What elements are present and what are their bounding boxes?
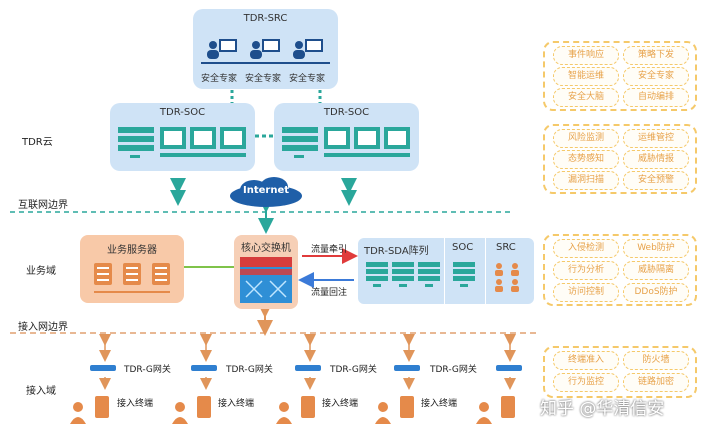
server-icons (94, 263, 170, 293)
business-server-box: 业务服务器 (80, 235, 184, 303)
zone-label-internet-border: 互联网边界 (18, 200, 68, 211)
capability-panel-cloud-ops: 事件响应 策略下发 智能运维 安全专家 安全大脑 自动编排 (543, 41, 697, 111)
zone-label-business: 业务域 (26, 266, 56, 277)
gateway-label: TDR-G网关 (124, 365, 171, 375)
flow-back-label: 流量回注 (311, 288, 348, 298)
capability-chip: Web防护 (623, 239, 689, 258)
zone-label-access: 接入域 (26, 386, 56, 397)
capability-chip: 策略下发 (623, 46, 689, 65)
expert-label: 安全专家 (245, 74, 282, 84)
capability-chip: 访问控制 (553, 283, 619, 302)
internet-cloud: Internet (226, 176, 306, 208)
sda-icons (366, 262, 519, 292)
capability-panel-cloud-monitor: 风险监测 运维管控 态势感知 威胁情报 漏洞扫描 安全预警 (543, 124, 697, 194)
soc-left-icons (118, 127, 246, 158)
capability-chip: 威胁隔离 (623, 261, 689, 280)
capability-chip: 行为分析 (553, 261, 619, 280)
capability-chip: 风险监测 (553, 129, 619, 148)
capability-chip: DDoS防护 (623, 283, 689, 302)
watermark: 知乎 @华清信安 (540, 399, 665, 419)
gateway-label: TDR-G网关 (430, 365, 477, 375)
capability-chip: 运维管控 (623, 129, 689, 148)
flow-mirror-label: 流量牵引 (311, 245, 348, 255)
capability-panel-access: 终端准入 防火墙 行为监控 链路加密 (543, 346, 697, 398)
capability-chip: 自动编排 (623, 88, 689, 107)
capability-chip: 态势感知 (553, 150, 619, 169)
tdr-soc-left-title: TDR-SOC (159, 107, 206, 118)
tdr-src-box: TDR-SRC 安全专家 安全专家 安全专家 (193, 9, 338, 89)
gateway-label: TDR-G网关 (226, 365, 273, 375)
sda-soc-title: SOC (452, 242, 474, 253)
capability-chip: 安全预警 (623, 171, 689, 190)
tdr-soc-right-title: TDR-SOC (323, 107, 370, 118)
capability-chip: 行为监控 (553, 373, 619, 392)
soc-right-icons (282, 127, 410, 158)
expert-label: 安全专家 (201, 74, 238, 84)
sda-src-title: SRC (496, 242, 516, 253)
capability-chip: 事件响应 (553, 46, 619, 65)
zone-label-access-border: 接入网边界 (18, 322, 68, 333)
capability-chip: 智能运维 (553, 67, 619, 86)
capability-chip: 防火墙 (623, 351, 689, 370)
core-switch-title: 核心交换机 (241, 243, 291, 254)
capability-chip: 入侵检测 (553, 239, 619, 258)
gateway-label: TDR-G网关 (330, 365, 377, 375)
capability-chip: 漏洞扫描 (553, 171, 619, 190)
terminal-label: 接入终端 (322, 399, 359, 409)
expert-label: 安全专家 (289, 74, 326, 84)
capability-chip: 安全大脑 (553, 88, 619, 107)
core-switch-box: 核心交换机 (234, 235, 298, 309)
capability-chip: 终端准入 (553, 351, 619, 370)
tdr-soc-left-box: TDR-SOC (110, 103, 255, 171)
capability-chip: 威胁情报 (623, 150, 689, 169)
internet-label: Internet (242, 185, 289, 196)
business-server-title: 业务服务器 (107, 245, 157, 256)
terminal-label: 接入终端 (218, 399, 255, 409)
zone-label-cloud: TDR云 (22, 137, 53, 148)
capability-chip: 链路加密 (623, 373, 689, 392)
terminal-label: 接入终端 (421, 399, 458, 409)
tdr-src-title: TDR-SRC (243, 13, 288, 24)
capability-panel-business: 入侵检测 Web防护 行为分析 威胁隔离 访问控制 DDoS防护 (543, 234, 697, 306)
switch-icon (240, 257, 292, 303)
sda-title: TDR-SDA阵列 (364, 246, 429, 257)
sda-group-box: TDR-SDA阵列 SOC SRC (358, 238, 534, 304)
capability-chip: 安全专家 (623, 67, 689, 86)
cloud-icon (230, 177, 302, 207)
tdr-soc-right-box: TDR-SOC (274, 103, 419, 171)
expert-icons (201, 39, 330, 64)
terminal-label: 接入终端 (117, 399, 154, 409)
